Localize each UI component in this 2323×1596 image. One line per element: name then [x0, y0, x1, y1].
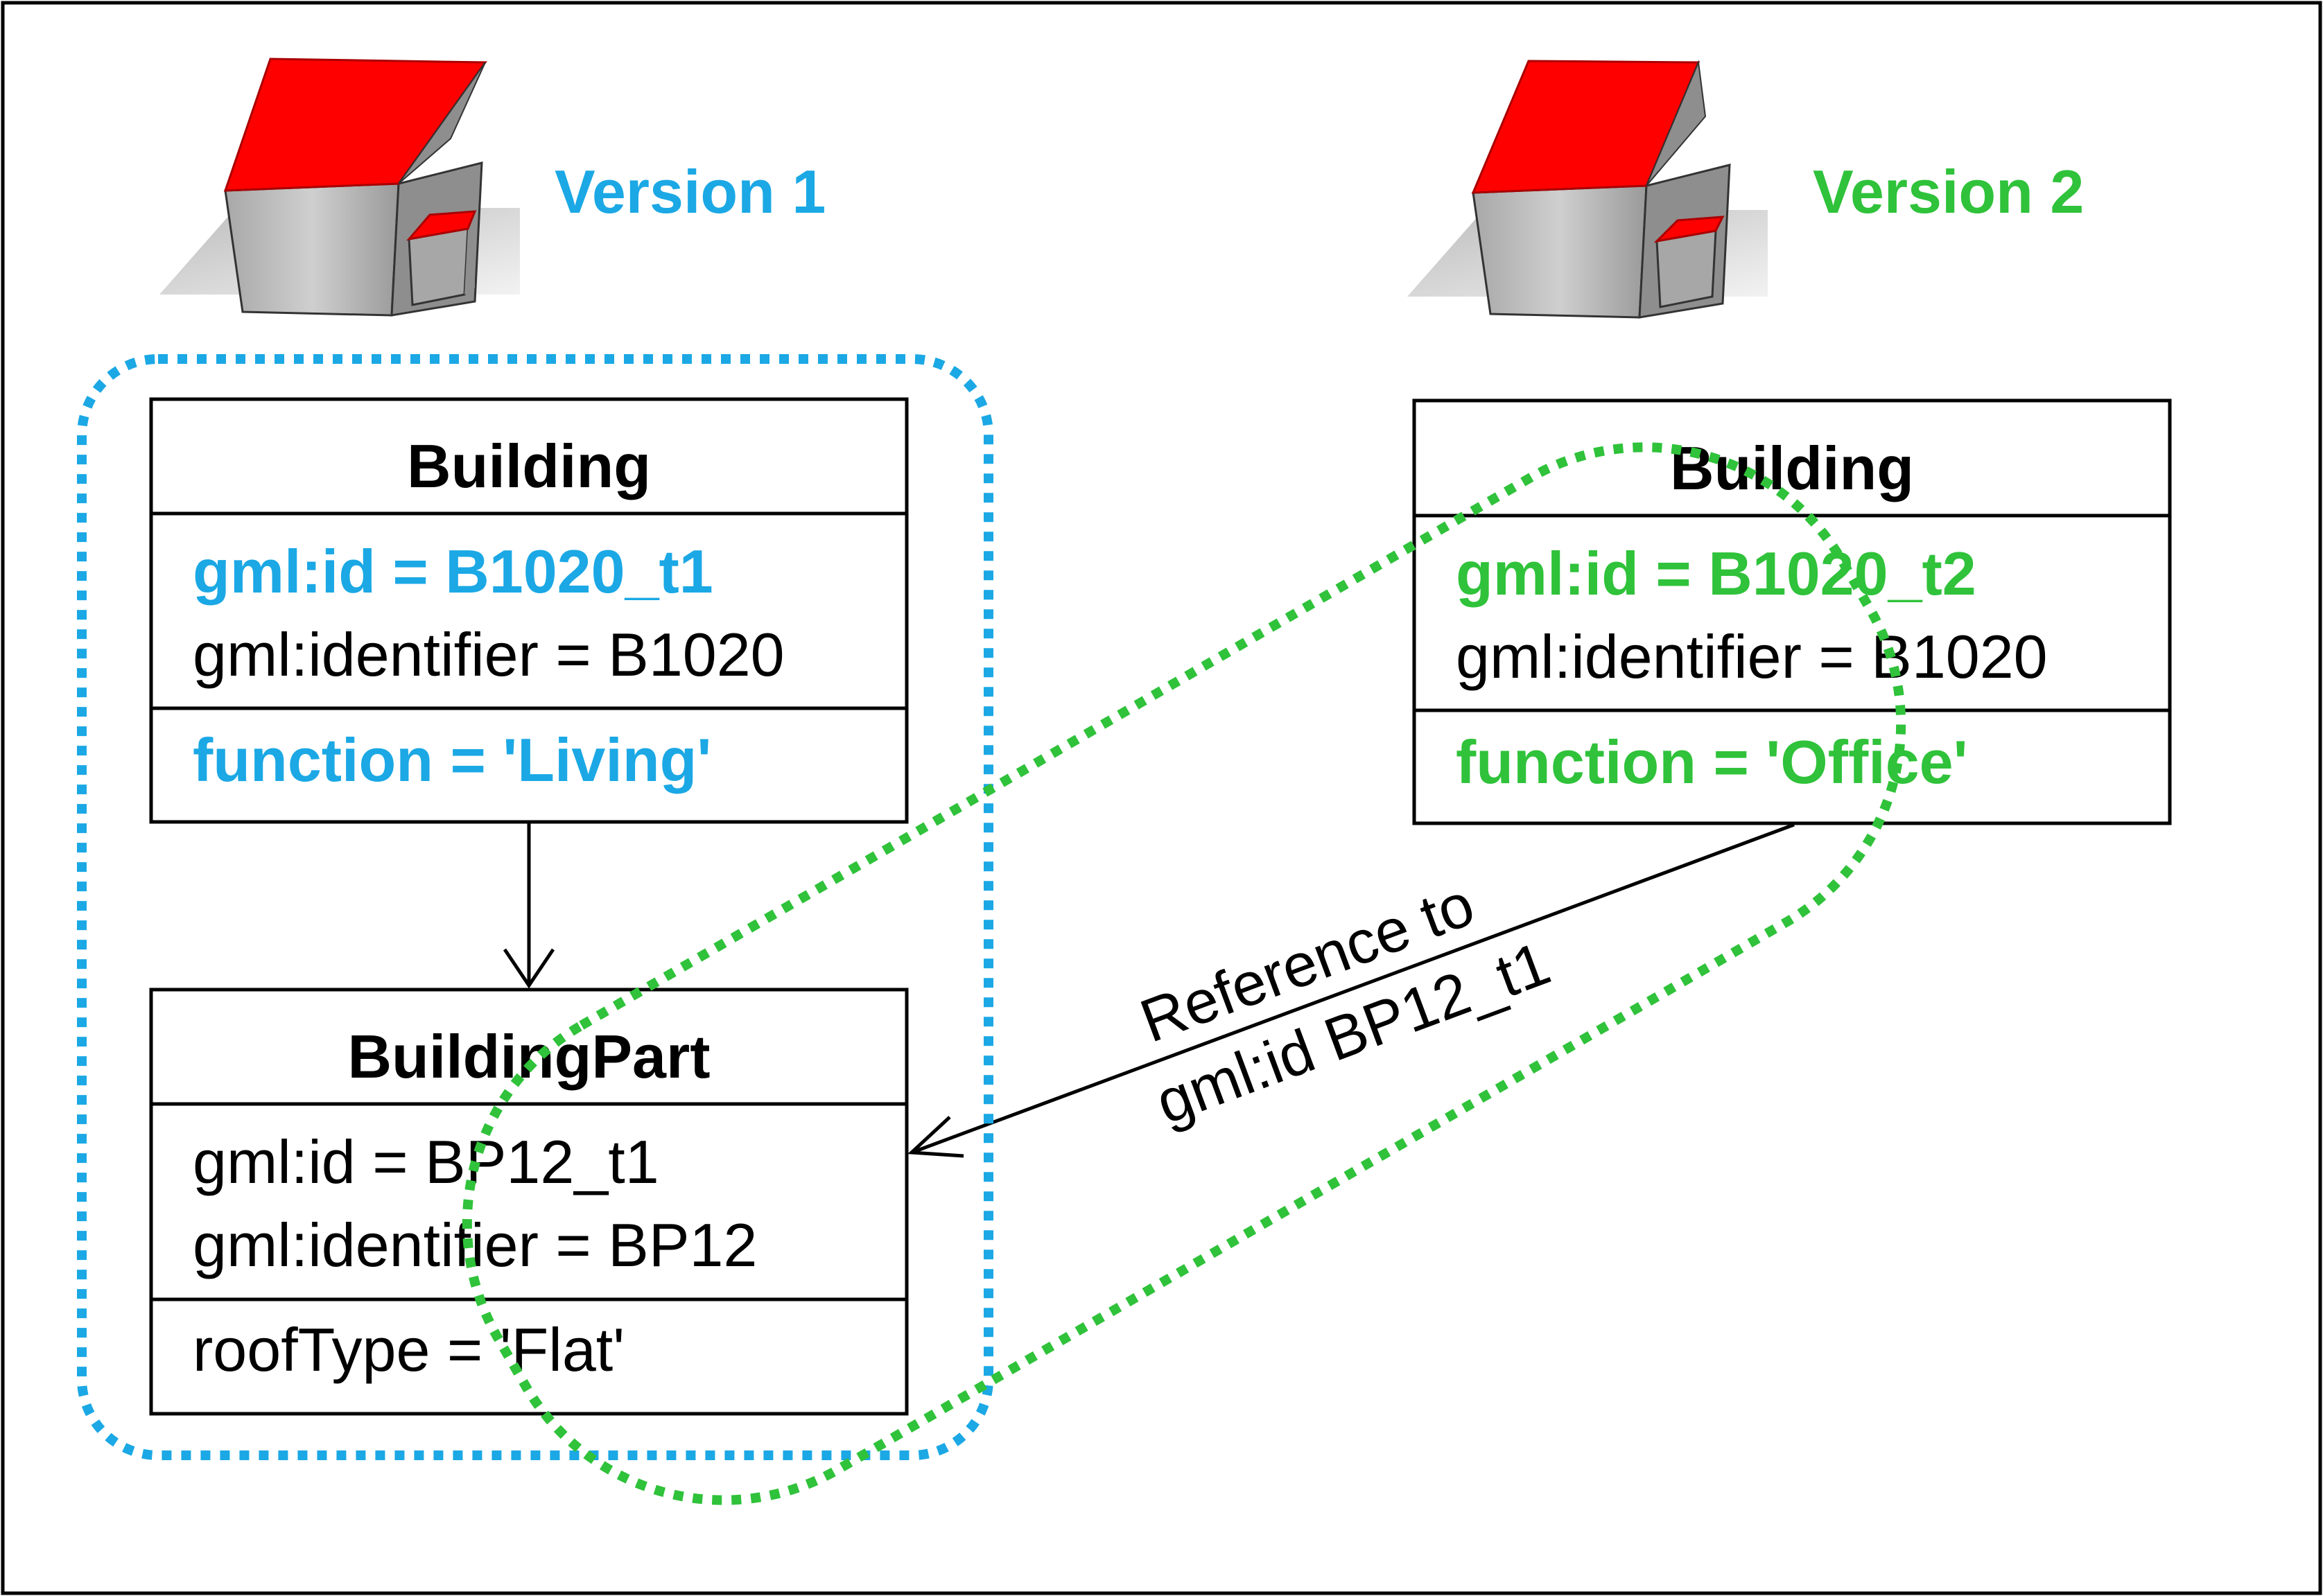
house-icon	[1407, 60, 1768, 319]
building-v2-gml-identifier: gml:identifier = B1020	[1456, 622, 2048, 691]
house-icon	[159, 58, 520, 317]
version2-outline	[462, 442, 1906, 1505]
building-part-gml-identifier: gml:identifier = BP12	[193, 1211, 757, 1279]
building-v2-gml-id: gml:id = B1020_t2	[1456, 539, 1976, 608]
building-v2-function: function = 'Office'	[1456, 728, 1968, 796]
reference-arrow	[907, 823, 1795, 1158]
building-v1-box: Building gml:id = B1020_t1 gml:identifie…	[149, 397, 909, 824]
building-part-roof-type: roofType = 'Flat'	[193, 1315, 625, 1384]
building-v1-gml-identifier: gml:identifier = B1020	[193, 620, 785, 689]
building-v2-title: Building	[1670, 434, 1914, 502]
building-v1-gml-id: gml:id = B1020_t1	[193, 537, 713, 606]
building-v1-function: function = 'Living'	[193, 726, 711, 794]
building-v2-box: Building gml:id = B1020_t2 gml:identifie…	[1412, 398, 2172, 825]
version2-label: Version 2	[1813, 157, 2084, 226]
building-v1-title: Building	[407, 432, 651, 500]
building-part-title: BuildingPart	[347, 1022, 710, 1091]
building-part-gml-id: gml:id = BP12_t1	[193, 1128, 659, 1196]
building-part-box: BuildingPart gml:id = BP12_t1 gml:identi…	[149, 988, 909, 1416]
version1-outline	[77, 354, 993, 1460]
composition-arrow	[503, 822, 555, 989]
version1-label: Version 1	[555, 157, 826, 226]
